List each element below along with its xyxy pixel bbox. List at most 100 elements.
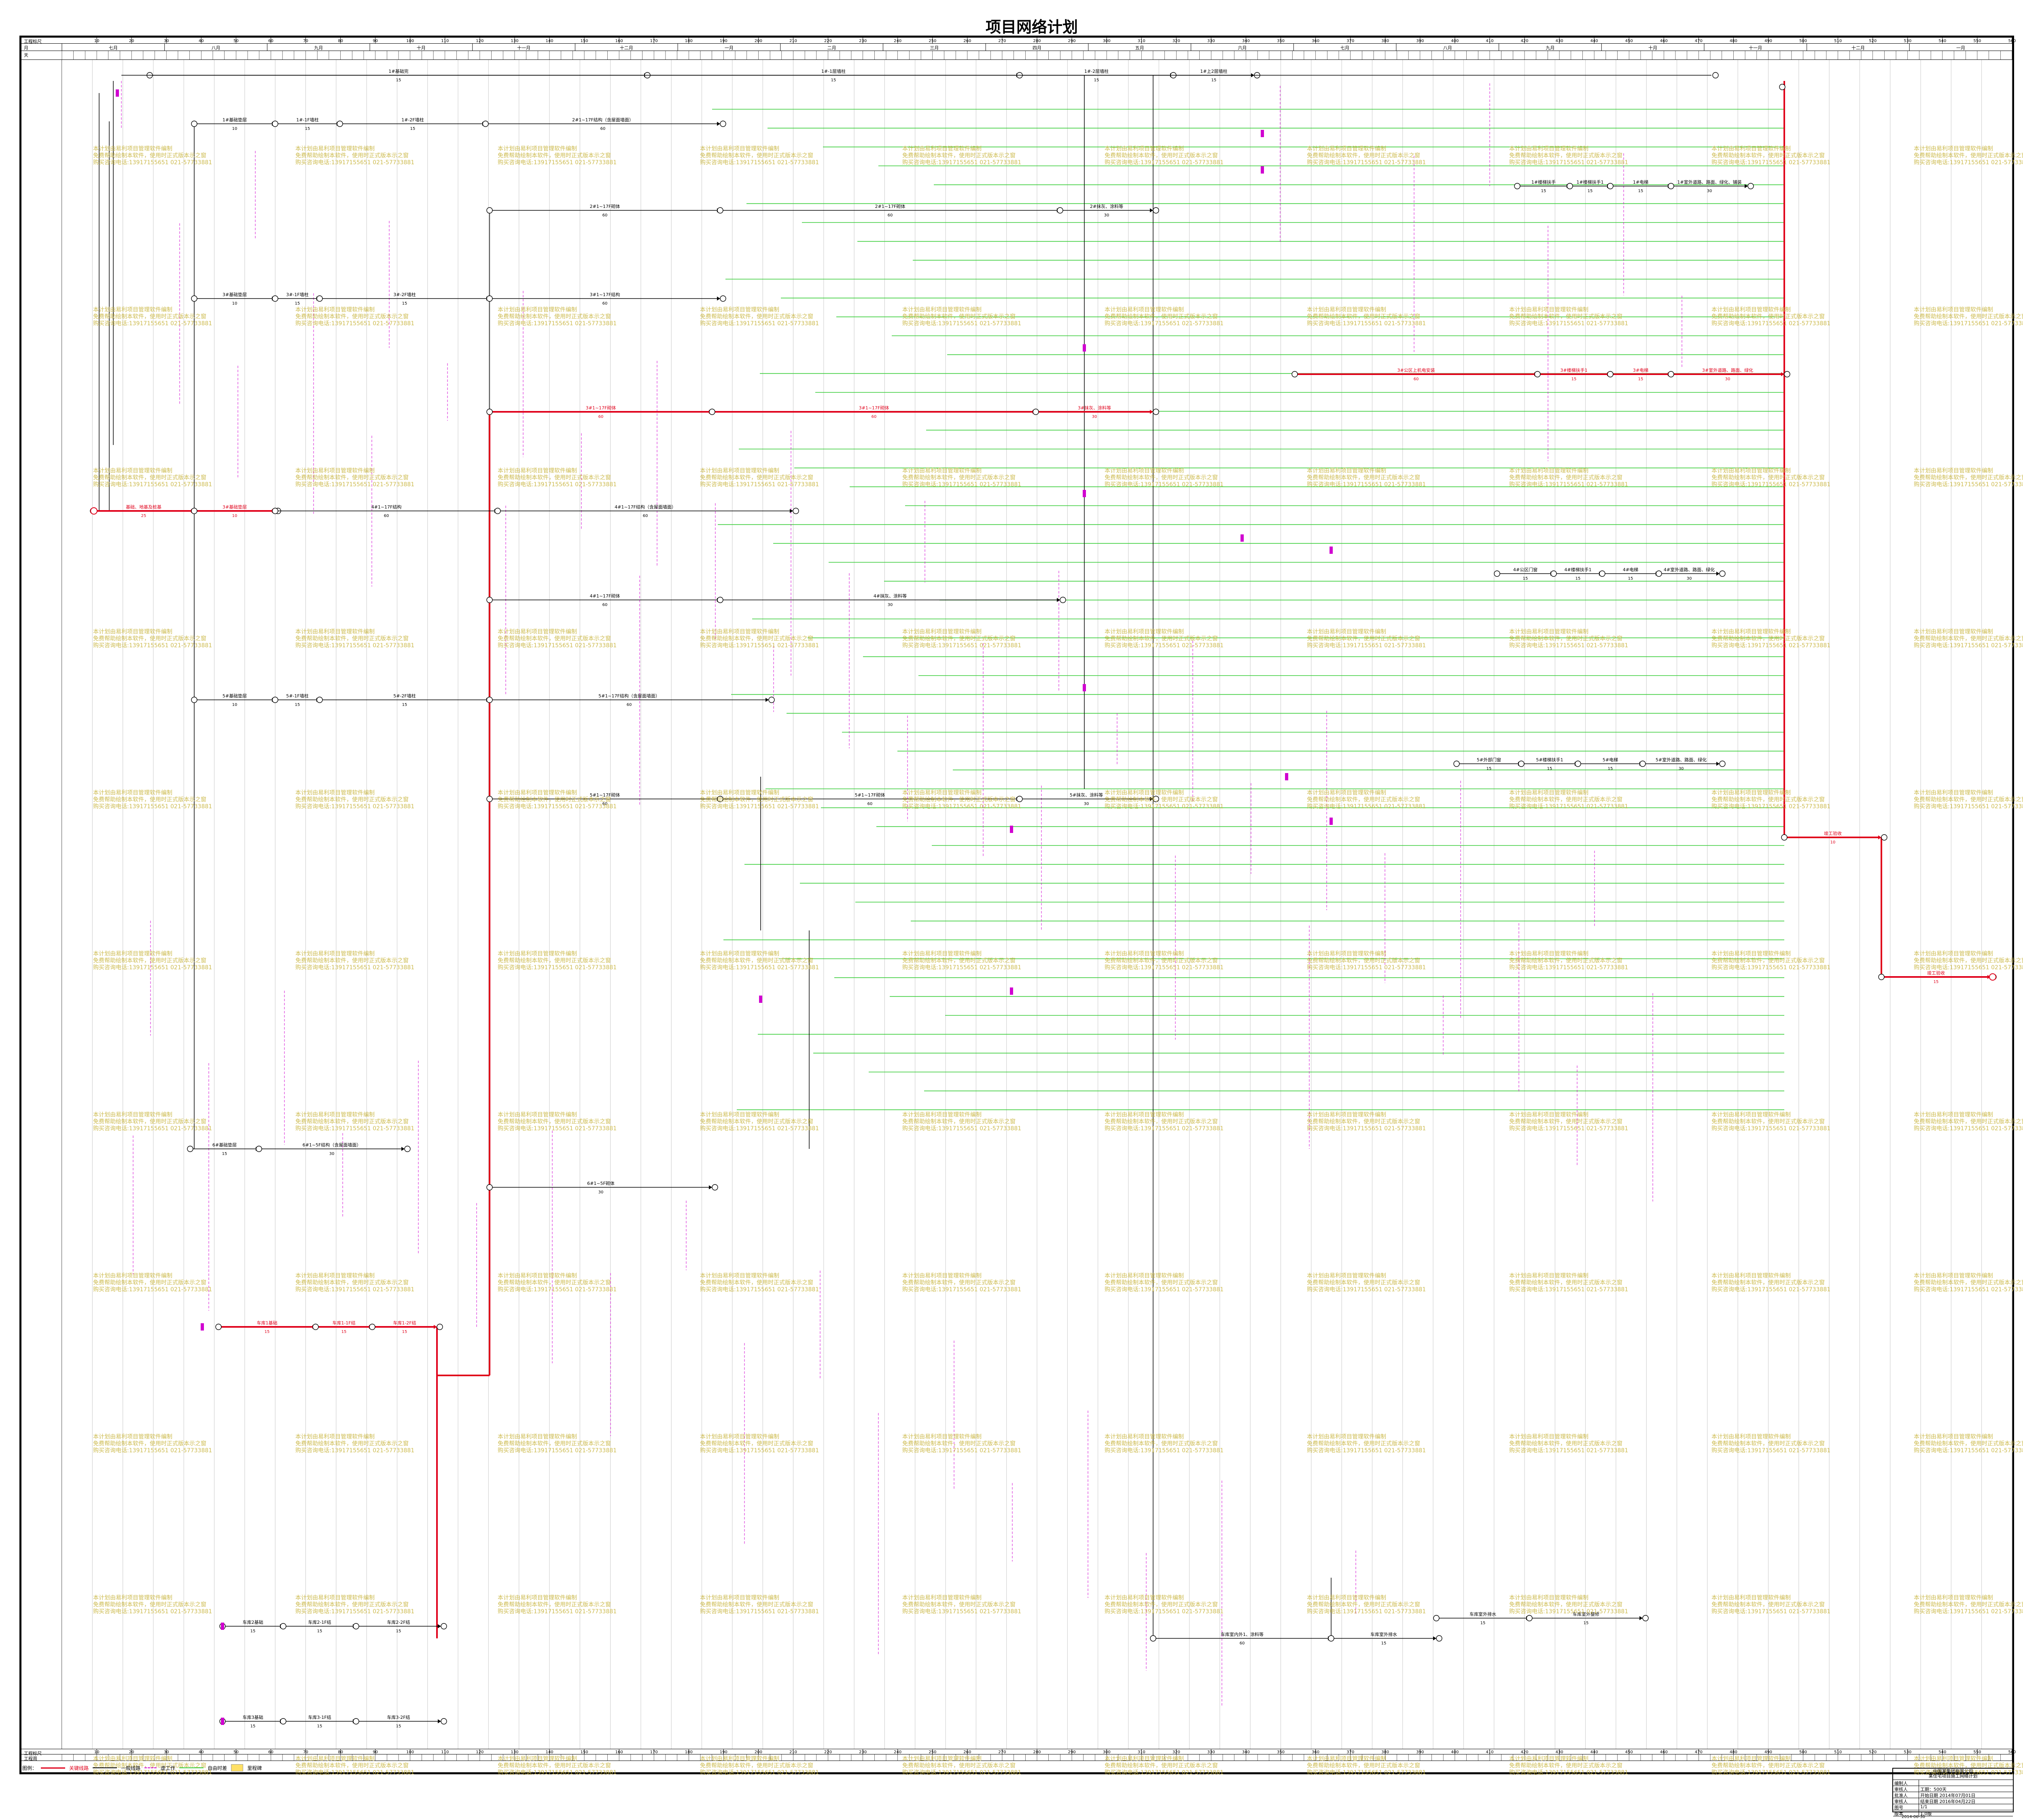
activity-label: 车库2基础 bbox=[243, 1619, 263, 1625]
watermark-line: 购买咨询电话:13917155651 021-57733881 bbox=[1509, 1769, 1629, 1776]
bottom-scale-tick-label: 280 bbox=[1033, 1750, 1041, 1754]
activity-duration: 15 bbox=[1588, 189, 1593, 193]
legend-label: 图例： bbox=[22, 1765, 37, 1771]
watermark-line: 购买咨询电话:13917155651 021-57733881 bbox=[498, 1769, 617, 1776]
watermark-line: 购买咨询电话:13917155651 021-57733881 bbox=[93, 1769, 212, 1776]
title-block-project: 某住宅项目施工网络计划 bbox=[1928, 1773, 1978, 1779]
watermark-line: 本计划由易利项目管理软件编制 bbox=[498, 1756, 577, 1762]
watermark-line: 本计划由易利项目管理软件编制 bbox=[1509, 951, 1588, 957]
watermark-line: 本计划由易利项目管理软件编制 bbox=[498, 790, 577, 796]
watermark-line: 免费帮助绘制本软件，使用时正式版本示之窗 bbox=[1307, 1763, 1420, 1769]
watermark-line: 购买咨询电话:13917155651 021-57733881 bbox=[1711, 159, 1831, 166]
scale-tick-label: 200 bbox=[755, 39, 762, 43]
legend-normal-label: 一般线路 bbox=[121, 1765, 141, 1771]
watermark-line: 免费帮助绘制本软件，使用时正式版本示之窗 bbox=[700, 1602, 813, 1608]
watermark-line: 免费帮助绘制本软件，使用时正式版本示之窗 bbox=[1307, 958, 1420, 964]
scale-tick-label: 240 bbox=[894, 39, 901, 43]
watermark-line: 本计划由易利项目管理软件编制 bbox=[1509, 1595, 1588, 1601]
title-block-row: 编制人 bbox=[1893, 1780, 2013, 1786]
watermark-text: 本计划由易利项目管理软件编制免费帮助绘制本软件，使用时正式版本示之窗购买咨询电话… bbox=[498, 307, 617, 327]
title-block-row: 审核人工期：500天 bbox=[1893, 1786, 2013, 1792]
activity-label: 3#楼梯扶手1 bbox=[1560, 367, 1587, 373]
event-node bbox=[1291, 371, 1298, 377]
watermark-line: 本计划由易利项目管理软件编制 bbox=[1914, 951, 1993, 957]
watermark-line: 本计划由易利项目管理软件编制 bbox=[1711, 1595, 1791, 1601]
watermark-line: 免费帮助绘制本软件，使用时正式版本示之窗 bbox=[1711, 636, 1825, 642]
activity-duration: 30 bbox=[1104, 213, 1109, 218]
scale-tick-label: 170 bbox=[650, 39, 658, 43]
watermark-line: 免费帮助绘制本软件，使用时正式版本示之窗 bbox=[295, 1119, 409, 1125]
milestone-marker bbox=[1241, 534, 1244, 542]
watermark-line: 免费帮助绘制本软件，使用时正式版本示之窗 bbox=[498, 475, 611, 481]
watermark-line: 免费帮助绘制本软件，使用时正式版本示之窗 bbox=[1509, 314, 1622, 320]
watermark-text: 本计划由易利项目管理软件编制免费帮助绘制本软件，使用时正式版本示之窗购买咨询电话… bbox=[1509, 1434, 1628, 1454]
bottom-scale-tick-label: 240 bbox=[894, 1750, 901, 1754]
watermark-line: 购买咨询电话:13917155651 021-57733881 bbox=[1307, 1608, 1426, 1615]
watermark-line: 免费帮助绘制本软件，使用时正式版本示之窗 bbox=[498, 1602, 611, 1608]
watermark-text: 本计划由易利项目管理软件编制免费帮助绘制本软件，使用时正式版本示之窗购买咨询电话… bbox=[1711, 629, 1830, 649]
watermark-line: 免费帮助绘制本软件，使用时正式版本示之窗 bbox=[700, 1119, 813, 1125]
activity-duration: 15 bbox=[396, 1724, 401, 1729]
scale-tick-label: 330 bbox=[1207, 39, 1215, 43]
watermark-line: 本计划由易利项目管理软件编制 bbox=[1105, 1434, 1184, 1440]
watermark-line: 购买咨询电话:13917155651 021-57733881 bbox=[1509, 1286, 1629, 1293]
activity-duration: 15 bbox=[265, 1330, 270, 1334]
activity-duration: 15 bbox=[1381, 1641, 1387, 1646]
watermark-text: 本计划由易利项目管理软件编制免费帮助绘制本软件，使用时正式版本示之窗购买咨询电话… bbox=[1307, 146, 1426, 166]
watermark-line: 购买咨询电话:13917155651 021-57733881 bbox=[93, 642, 212, 649]
month-label: 一月 bbox=[1956, 45, 1965, 51]
watermark-line: 免费帮助绘制本软件，使用时正式版本示之窗 bbox=[93, 1119, 206, 1125]
watermark-line: 购买咨询电话:13917155651 021-57733881 bbox=[902, 1125, 1022, 1132]
event-node bbox=[720, 295, 726, 302]
final-node bbox=[1989, 973, 1996, 981]
watermark-text: 本计划由易利项目管理软件编制免费帮助绘制本软件，使用时正式版本示之窗购买咨询电话… bbox=[902, 146, 1021, 166]
watermark-text: 本计划由易利项目管理软件编制免费帮助绘制本软件，使用时正式版本示之窗购买咨询电话… bbox=[1914, 468, 2023, 488]
watermark-line: 购买咨询电话:13917155651 021-57733881 bbox=[1711, 320, 1831, 327]
watermark-line: 免费帮助绘制本软件，使用时正式版本示之窗 bbox=[700, 636, 813, 642]
watermark-line: 免费帮助绘制本软件，使用时正式版本示之窗 bbox=[700, 314, 813, 320]
watermark-line: 免费帮助绘制本软件，使用时正式版本示之窗 bbox=[1307, 797, 1420, 803]
watermark-text: 本计划由易利项目管理软件编制免费帮助绘制本软件，使用时正式版本示之窗购买咨询电话… bbox=[93, 1273, 212, 1293]
watermark-text: 本计划由易利项目管理软件编制免费帮助绘制本软件，使用时正式版本示之窗购买咨询电话… bbox=[295, 1273, 414, 1293]
event-node bbox=[1878, 974, 1885, 980]
watermark-line: 本计划由易利项目管理软件编制 bbox=[700, 951, 779, 957]
watermark-line: 购买咨询电话:13917155651 021-57733881 bbox=[295, 964, 415, 971]
watermark-line: 本计划由易利项目管理软件编制 bbox=[295, 1756, 375, 1762]
watermark-line: 购买咨询电话:13917155651 021-57733881 bbox=[1914, 159, 2023, 166]
activity-label: 5#基础垫层 bbox=[223, 693, 247, 699]
event-node bbox=[1781, 834, 1788, 841]
watermark-text: 本计划由易利项目管理软件编制免费帮助绘制本软件，使用时正式版本示之窗购买咨询电话… bbox=[1307, 468, 1426, 488]
arrow-head bbox=[1150, 208, 1153, 212]
watermark-line: 本计划由易利项目管理软件编制 bbox=[93, 1595, 172, 1601]
event-node bbox=[486, 409, 493, 415]
watermark-line: 购买咨询电话:13917155651 021-57733881 bbox=[93, 481, 212, 488]
title-block-row: 审核人结束日期 2016年04月22日 bbox=[1893, 1798, 2013, 1804]
watermark-line: 免费帮助绘制本软件，使用时正式版本示之窗 bbox=[295, 475, 409, 481]
watermark-line: 购买咨询电话:13917155651 021-57733881 bbox=[1509, 159, 1629, 166]
watermark-line: 免费帮助绘制本软件，使用时正式版本示之窗 bbox=[1307, 314, 1420, 320]
watermark-line: 本计划由易利项目管理软件编制 bbox=[1509, 468, 1588, 474]
watermark-line: 购买咨询电话:13917155651 021-57733881 bbox=[902, 481, 1022, 488]
arrow-head bbox=[766, 698, 769, 702]
watermark-text: 本计划由易利项目管理软件编制免费帮助绘制本软件，使用时正式版本示之窗购买咨询电话… bbox=[93, 1756, 212, 1776]
event-node bbox=[1719, 761, 1726, 767]
legend-critical-label: 关键线路 bbox=[69, 1765, 89, 1771]
activity-duration: 15 bbox=[1541, 189, 1546, 193]
watermark-line: 本计划由易利项目管理软件编制 bbox=[1711, 1112, 1791, 1118]
watermark-line: 本计划由易利项目管理软件编制 bbox=[1914, 1112, 1993, 1118]
activity-label: 2#1~17F砌体 bbox=[875, 203, 905, 209]
scale-tick-label: 410 bbox=[1486, 39, 1493, 43]
watermark-line: 购买咨询电话:13917155651 021-57733881 bbox=[1509, 1608, 1629, 1615]
title-block-row: 批准人开始日期 2014年07月01日 bbox=[1893, 1792, 2013, 1798]
activity-duration: 25 bbox=[141, 514, 146, 518]
watermark-line: 购买咨询电话:13917155651 021-57733881 bbox=[498, 1286, 617, 1293]
watermark-text: 本计划由易利项目管理软件编制免费帮助绘制本软件，使用时正式版本示之窗购买咨询电话… bbox=[1307, 307, 1426, 327]
watermark-text: 本计划由易利项目管理软件编制免费帮助绘制本软件，使用时正式版本示之窗购买咨询电话… bbox=[498, 790, 617, 810]
watermark-line: 本计划由易利项目管理软件编制 bbox=[498, 1112, 577, 1118]
watermark-line: 购买咨询电话:13917155651 021-57733881 bbox=[93, 1447, 212, 1454]
watermark-line: 免费帮助绘制本软件，使用时正式版本示之窗 bbox=[700, 475, 813, 481]
watermark-line: 购买咨询电话:13917155651 021-57733881 bbox=[93, 1286, 212, 1293]
activity-label: 4#室外道路、路面、绿化 bbox=[1664, 567, 1715, 572]
watermark-line: 本计划由易利项目管理软件编制 bbox=[902, 307, 982, 313]
watermark-text: 本计划由易利项目管理软件编制免费帮助绘制本软件，使用时正式版本示之窗购买咨询电话… bbox=[700, 146, 819, 166]
